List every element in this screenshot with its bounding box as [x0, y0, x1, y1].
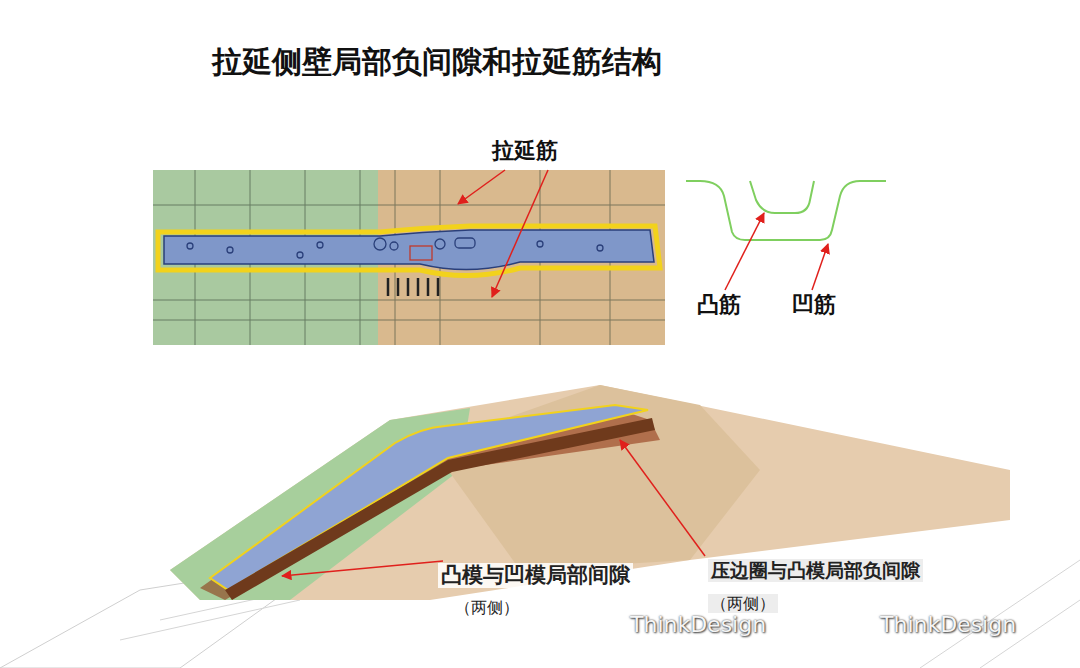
callout-note: （两侧） [708, 594, 778, 613]
part-label: 拉延筋 [492, 138, 558, 164]
callout-note: （两侧） [452, 598, 522, 617]
callout-label: 凸模与凹模局部间隙 [438, 563, 633, 588]
callout-label: 压边圈与凸模局部负间隙 [708, 559, 923, 582]
watermark: ThinkDesign [630, 612, 766, 638]
die-3d-view [0, 385, 1080, 668]
bead-section [686, 181, 886, 290]
slide-title: 拉延侧壁局部负间隙和拉延筋结构 [212, 44, 662, 80]
part-label: 凹筋 [792, 292, 836, 318]
part-label: 凸筋 [697, 292, 741, 318]
watermark: ThinkDesign [880, 612, 1016, 638]
die-top-view [153, 170, 665, 345]
